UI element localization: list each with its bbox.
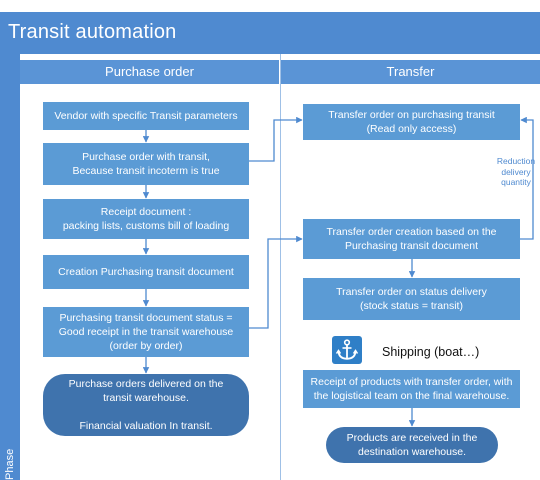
lane-header-transfer: Transfer — [281, 60, 540, 84]
terminal-purchase-orders-delivered: Purchase orders delivered on the transit… — [43, 374, 249, 436]
box-receipt-products-transfer-order: Receipt of products with transfer order,… — [303, 370, 520, 408]
box-transfer-order-creation: Transfer order creation based on the Pur… — [303, 219, 520, 259]
box-purchase-order-transit: Purchase order with transit, Because tra… — [43, 143, 249, 185]
phase-label: Phase — [4, 448, 16, 480]
phase-strip — [0, 54, 20, 480]
anchor-icon — [332, 336, 362, 364]
reduction-delivery-quantity-note: Reduction delivery quantity — [496, 156, 536, 188]
box-vendor-transit-parameters: Vendor with specific Transit parameters — [43, 102, 249, 130]
box-transfer-order-purchasing-transit: Transfer order on purchasing transit (Re… — [303, 104, 520, 140]
box-transfer-order-status-delivery: Transfer order on status delivery (stock… — [303, 278, 520, 320]
diagram-title: Transit automation — [8, 21, 177, 43]
shipping-label: Shipping (boat…) — [382, 345, 480, 359]
lane-header-purchase-order: Purchase order — [20, 60, 279, 84]
lane-separator — [280, 54, 281, 480]
box-receipt-document: Receipt document : packing lists, custom… — [43, 199, 249, 239]
arrow-status-to-transfer-creation — [249, 235, 303, 329]
box-creation-transit-document: Creation Purchasing transit document — [43, 255, 249, 289]
box-transit-document-status: Purchasing transit document status = Goo… — [43, 307, 249, 357]
terminal-products-received: Products are received in the destination… — [326, 427, 498, 463]
title-band — [0, 12, 540, 54]
arrow-po-to-transfer-order — [249, 116, 303, 162]
